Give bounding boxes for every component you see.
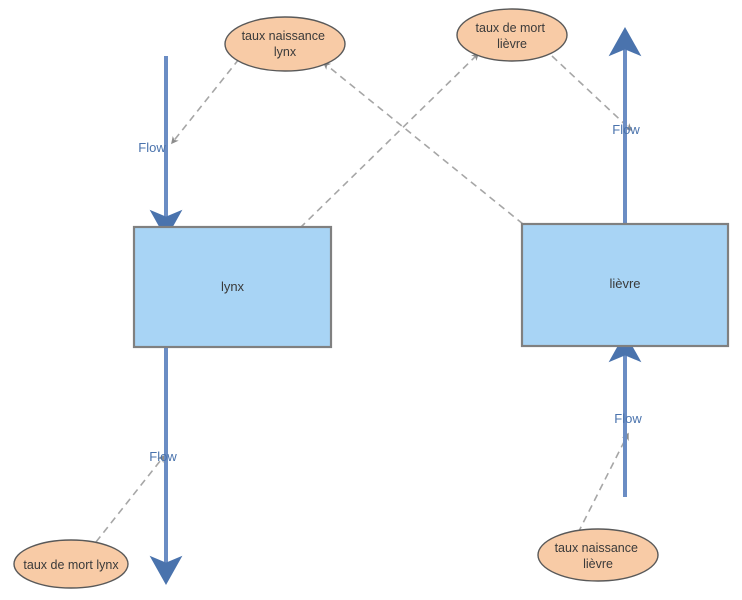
connector-mort-lynx-to-flow-lynx-out	[95, 454, 165, 543]
flow-label-group: Flow Flow Flow Flow	[138, 122, 642, 464]
connector-lynx-to-mort-lievre	[299, 52, 480, 229]
cloud-taux-naissance-lievre[interactable]: taux naissance lièvre	[537, 528, 659, 582]
cloud-taux-naissance-lievre-shape[interactable]	[537, 528, 659, 582]
connector-naissance-lynx-to-flow-lynx-in	[171, 58, 240, 145]
cloud-taux-de-mort-lynx[interactable]: taux de mort lynx	[13, 539, 129, 589]
cloud-label-line-1: taux naissance	[555, 541, 638, 555]
stock-lynx-box[interactable]	[132, 225, 333, 349]
cloud-taux-de-mort-lievre-shape[interactable]	[456, 8, 568, 62]
cloud-taux-de-mort-lynx-label: taux de mort lynx	[23, 558, 119, 572]
cloud-label-line-1: taux naissance	[242, 29, 325, 43]
flow-lynx-out-label: Flow	[149, 449, 177, 464]
cloud-taux-de-mort-lievre[interactable]: taux de mort lièvre	[456, 8, 568, 62]
cloud-label-line-2: lièvre	[497, 37, 527, 51]
flow-group	[149, 26, 642, 586]
connector-group	[95, 52, 633, 543]
cloud-label-line-1: taux de mort	[476, 21, 546, 35]
cloud-label-line-2: lièvre	[583, 557, 613, 571]
cloud-taux-de-mort-lievre-label: taux de mort lièvre	[476, 21, 549, 51]
connector-naissance-lievre-to-flow-lievre-in	[577, 432, 629, 534]
connector-lievre-to-naissance-lynx	[322, 62, 524, 225]
cloud-taux-naissance-lynx[interactable]: taux naissance lynx	[224, 16, 346, 72]
flow-lievre-in-label: Flow	[614, 411, 642, 426]
cloud-taux-naissance-lievre-label: taux naissance lièvre	[555, 541, 642, 571]
flow-lynx-in-label: Flow	[138, 140, 166, 155]
cloud-taux-naissance-lynx-shape[interactable]	[224, 16, 346, 72]
stock-lievre-label: lièvre	[609, 276, 640, 291]
stock-lievre[interactable]: lièvre	[520, 222, 730, 348]
stock-lynx[interactable]: lynx	[132, 225, 333, 349]
cloud-taux-naissance-lynx-label: taux naissance lynx	[242, 29, 329, 59]
flow-lievre-out-label: Flow	[612, 122, 640, 137]
cloud-taux-de-mort-lynx-shape[interactable]	[13, 539, 129, 589]
stock-lynx-label: lynx	[221, 279, 245, 294]
stock-lievre-box[interactable]	[520, 222, 730, 348]
cloud-label-line-2: lynx	[274, 45, 297, 59]
connector-mort-lievre-to-flow-lievre-out	[551, 55, 633, 132]
